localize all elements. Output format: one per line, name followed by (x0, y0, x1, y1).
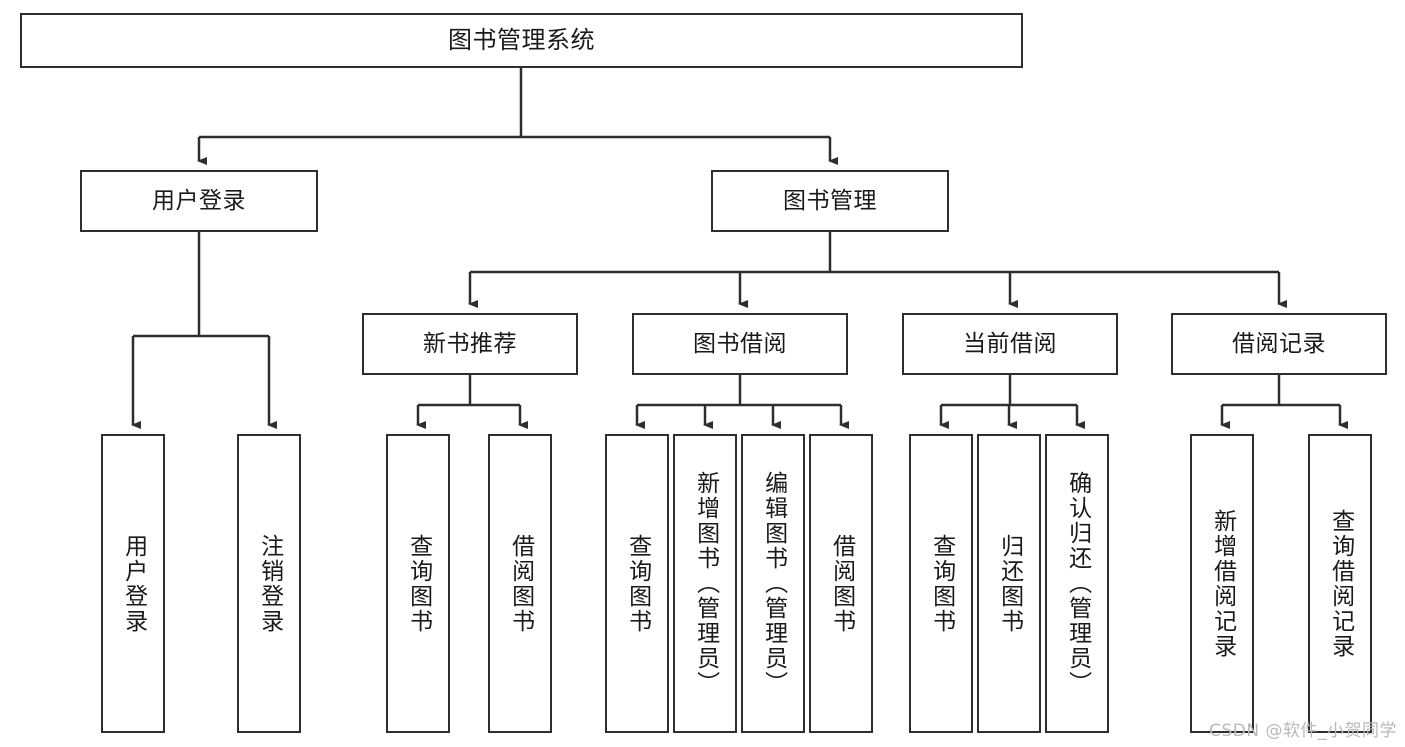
leaf-borrow-borrow-book[interactable]: 借阅图书 (809, 434, 873, 733)
csdn-watermark: CSDN @软件_小贺同学 (1209, 721, 1397, 741)
node-new-book-recommend[interactable]: 新书推荐 (362, 313, 578, 375)
node-borrow-records[interactable]: 借阅记录 (1171, 313, 1387, 375)
node-label: 用户登录 (152, 187, 246, 214)
node-label: 新书推荐 (423, 330, 517, 357)
node-label: 新增图书（管理员） (692, 471, 719, 696)
leaf-records-add-record[interactable]: 新增借阅记录 (1190, 434, 1254, 733)
node-book-borrow[interactable]: 图书借阅 (632, 313, 848, 375)
node-label: 当前借阅 (963, 330, 1057, 357)
node-label: 确认归还（管理员） (1064, 471, 1091, 696)
node-label: 图书借阅 (693, 330, 787, 357)
node-root-system[interactable]: 图书管理系统 (20, 13, 1023, 68)
node-label: 图书管理 (783, 187, 877, 214)
node-user-login[interactable]: 用户登录 (80, 170, 318, 232)
leaf-borrow-add-book-admin[interactable]: 新增图书（管理员） (673, 434, 737, 733)
node-label: 查询图书 (405, 533, 432, 634)
node-label: 查询图书 (928, 533, 955, 634)
node-label: 借阅记录 (1232, 330, 1326, 357)
node-label: 借阅图书 (507, 533, 534, 634)
node-label: 图书管理系统 (448, 25, 595, 54)
node-book-management[interactable]: 图书管理 (711, 170, 949, 232)
leaf-current-confirm-return-admin[interactable]: 确认归还（管理员） (1045, 434, 1109, 733)
leaf-user-login[interactable]: 用户登录 (101, 434, 165, 733)
node-label: 查询借阅记录 (1327, 508, 1354, 659)
leaf-logout[interactable]: 注销登录 (237, 434, 301, 733)
leaf-new-books-query-book[interactable]: 查询图书 (386, 434, 450, 733)
node-current-borrow[interactable]: 当前借阅 (902, 313, 1118, 375)
leaf-new-books-borrow-book[interactable]: 借阅图书 (488, 434, 552, 733)
leaf-borrow-edit-book-admin[interactable]: 编辑图书（管理员） (741, 434, 805, 733)
node-label: 注销登录 (256, 533, 283, 634)
leaf-current-return-book[interactable]: 归还图书 (977, 434, 1041, 733)
node-label: 借阅图书 (828, 533, 855, 634)
leaf-current-query-book[interactable]: 查询图书 (909, 434, 973, 733)
node-label: 查询图书 (624, 533, 651, 634)
node-label: 用户登录 (120, 533, 147, 634)
leaf-records-query-record[interactable]: 查询借阅记录 (1308, 434, 1372, 733)
node-label: 新增借阅记录 (1209, 508, 1236, 659)
node-label: 编辑图书（管理员） (760, 471, 787, 696)
node-label: 归还图书 (996, 533, 1023, 634)
leaf-borrow-query-book[interactable]: 查询图书 (605, 434, 669, 733)
